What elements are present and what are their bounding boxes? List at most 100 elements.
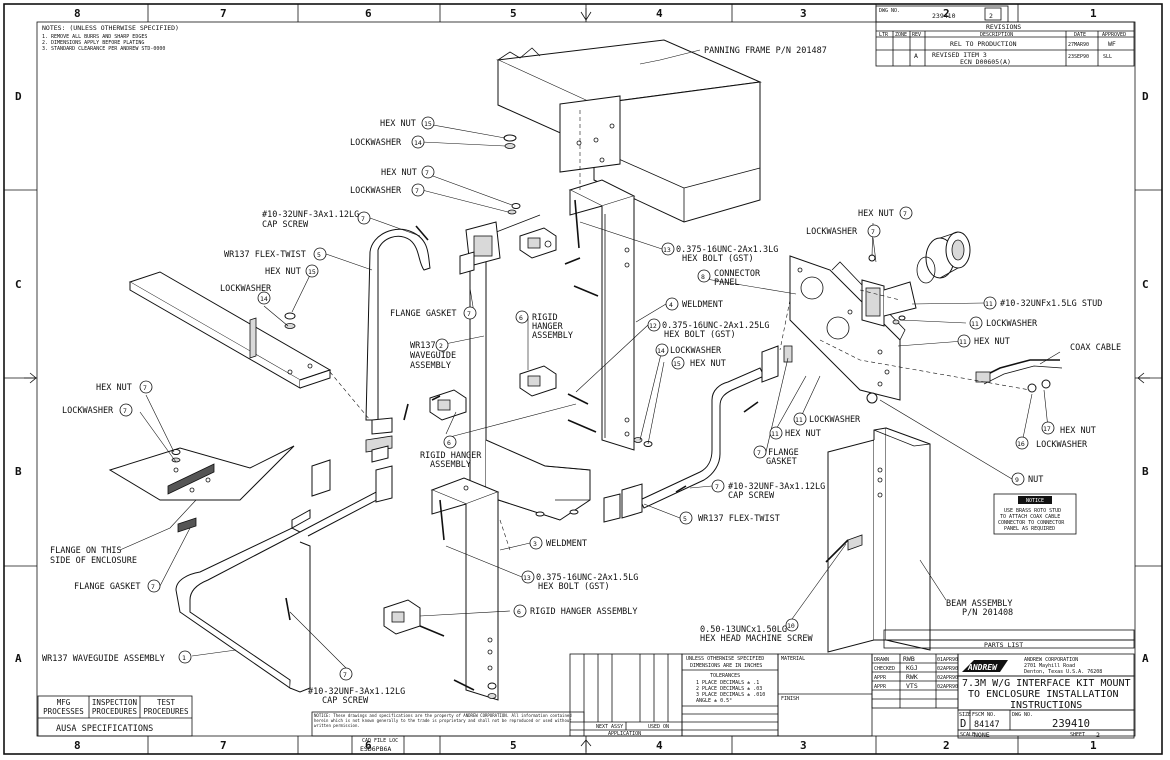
zone-row-left: C bbox=[15, 278, 22, 291]
zone-col-bottom: 1 bbox=[1090, 739, 1097, 752]
callout-number: 11 bbox=[959, 338, 967, 346]
rev-header: APPROVED bbox=[1102, 32, 1126, 38]
callout-number: 5 bbox=[683, 515, 687, 523]
callout-flange-side: FLANGE ON THIS bbox=[50, 546, 122, 556]
tol-label: TOLERANCES bbox=[710, 673, 740, 679]
proprietary-notice: NOTICE: These drawings and specification… bbox=[314, 713, 572, 728]
sig-date: 01APR90 bbox=[937, 657, 958, 663]
rev-header: REV bbox=[912, 32, 921, 38]
zone-col-bottom: 6 bbox=[365, 739, 372, 752]
zone-row-right: D bbox=[1142, 90, 1149, 103]
callout-number: 7 bbox=[757, 449, 761, 457]
rev-row-date: 27MAR90 bbox=[1068, 42, 1089, 48]
callout-coax: COAX CABLE bbox=[1070, 343, 1121, 353]
callout-stud: #10-32UNFx1.5LG STUD bbox=[1000, 299, 1102, 309]
zone-labels: 8 7 6 5 4 3 2 1 8 7 6 5 4 3 2 1 D C B A … bbox=[15, 7, 1149, 752]
zone-row-right: C bbox=[1142, 278, 1149, 291]
callout-gasket: GASKET bbox=[766, 457, 797, 467]
notice-line: PANEL AS REQUIRED bbox=[1004, 526, 1055, 532]
finish-label: FINISH bbox=[781, 696, 799, 702]
callout-lockwasher: LOCKWASHER bbox=[809, 415, 861, 425]
callout-waveguide: WR137 bbox=[410, 341, 436, 351]
next-assy-label: NEXT ASSY bbox=[596, 724, 623, 730]
callout-number: 15 bbox=[424, 120, 432, 128]
callout-hex-bolt: HEX BOLT (GST) bbox=[682, 254, 754, 264]
sig-name: RWK bbox=[906, 673, 918, 681]
cad-file-label: CAD FILE LOC bbox=[362, 738, 398, 744]
callout-number: 12 bbox=[649, 322, 657, 330]
callout-number: 11 bbox=[771, 430, 779, 438]
callout-number: 17 bbox=[1043, 425, 1051, 433]
zone-col-bottom: 8 bbox=[74, 739, 81, 752]
rev-title: REVISIONS bbox=[986, 23, 1021, 31]
callout-panning-frame: PANNING FRAME P/N 201487 bbox=[704, 46, 827, 56]
callout-number: 4 bbox=[669, 301, 673, 309]
rev-header: DATE bbox=[1074, 32, 1086, 38]
drawing-title: TO ENCLOSURE INSTALLATION bbox=[968, 689, 1119, 700]
sig-date: 02APR90 bbox=[937, 675, 958, 681]
callout-lockwasher: LOCKWASHER bbox=[62, 406, 114, 416]
callout-hex-bolt-spec: 0.375-16UNC-2Ax1.25LG bbox=[662, 321, 769, 331]
callout-lockwasher: LOCKWASHER bbox=[350, 186, 402, 196]
callout-waveguide-assembly: WR137 WAVEGUIDE ASSEMBLY bbox=[42, 654, 165, 664]
callout-beam: BEAM ASSEMBLY bbox=[946, 599, 1013, 609]
zone-col-bottom: 3 bbox=[800, 739, 807, 752]
callout-panel: PANEL bbox=[714, 278, 740, 288]
drawing-title: 7.3M W/G INTERFACE KIT MOUNT bbox=[962, 678, 1131, 689]
callout-flex-twist: WR137 FLEX-TWIST bbox=[224, 250, 306, 260]
rev-sheet-marker: 2 bbox=[989, 12, 993, 20]
notice-line: TO ATTACH COAX CABLE bbox=[1000, 514, 1060, 520]
hanger-low bbox=[383, 599, 421, 635]
scale-value: NONE bbox=[974, 731, 990, 739]
zone-col-top: 7 bbox=[220, 7, 227, 20]
callout-weldment: WELDMENT bbox=[546, 539, 587, 549]
callout-number: 14 bbox=[260, 295, 268, 303]
callout-beam-pn: P/N 201408 bbox=[962, 608, 1013, 618]
hanger-mid-1 bbox=[519, 365, 557, 397]
weldment-4 bbox=[568, 179, 636, 451]
parts-list-label: PARTS LIST bbox=[984, 641, 1023, 649]
callout-number: 14 bbox=[657, 347, 665, 355]
callout-number: 7 bbox=[425, 169, 429, 177]
hanger-left bbox=[311, 459, 331, 497]
sheet-label: SHEET bbox=[1070, 732, 1085, 738]
rev-dwg-no: 239410 bbox=[932, 12, 956, 20]
material-label: MATERIAL bbox=[781, 656, 805, 662]
sig-role: APPR bbox=[874, 684, 887, 690]
assembly-centerlines bbox=[329, 110, 1031, 551]
beam-assembly bbox=[827, 427, 931, 653]
callout-hex-nut: HEX NUT bbox=[858, 209, 894, 219]
dwg-no-value: 239410 bbox=[1052, 718, 1090, 730]
zone-col-top: 6 bbox=[365, 7, 372, 20]
scale-label: SCALE bbox=[960, 732, 975, 738]
company-logo-text: ANDREW bbox=[967, 663, 998, 672]
zone-col-bottom: 7 bbox=[220, 739, 227, 752]
sig-date: 02APR90 bbox=[937, 666, 958, 672]
callout-rigid: RIGID bbox=[532, 313, 558, 323]
callout-flex-twist: WR137 FLEX-TWIST bbox=[698, 514, 780, 524]
rev-row-approved: WF bbox=[1108, 40, 1116, 48]
callout-flange: FLANGE bbox=[768, 448, 799, 458]
sig-role: CHECKED bbox=[874, 666, 895, 672]
callout-nut: NUT bbox=[1028, 475, 1043, 485]
tol-line: ANGLE ± 0.5° bbox=[696, 698, 732, 704]
zone-col-top: 1 bbox=[1090, 7, 1097, 20]
tol-title: UNLESS OTHERWISE SPECIFIED bbox=[686, 656, 764, 662]
callout-number: 7 bbox=[151, 583, 155, 591]
callout-hex-nut: HEX NUT bbox=[1060, 426, 1096, 436]
zone-col-top: 5 bbox=[510, 7, 517, 20]
rev-row-date: 23SEP90 bbox=[1068, 54, 1089, 60]
company-line: ANDREW CORPORATION bbox=[1024, 657, 1078, 663]
callout-hex-nut: HEX NUT bbox=[690, 359, 726, 369]
flange-plate bbox=[108, 445, 295, 501]
notes-block: NOTES: (UNLESS OTHERWISE SPECIFIED) 1. R… bbox=[42, 24, 179, 52]
callout-waveguide-3: ASSEMBLY bbox=[410, 361, 451, 371]
revision-block: DWG NO. 239410 2 REVISIONS LTR ZONE REV … bbox=[875, 5, 1135, 67]
application-label: APPLICATION bbox=[608, 731, 641, 737]
callout-number: 3 bbox=[533, 540, 537, 548]
rev-row-description: REL TO PRODUCTION bbox=[950, 40, 1017, 48]
specification-block: MFG PROCESSES INSPECTION PROCEDURES TEST… bbox=[37, 695, 193, 737]
callout-number: 6 bbox=[447, 439, 451, 447]
callout-hex-nut: HEX NUT bbox=[380, 119, 416, 129]
